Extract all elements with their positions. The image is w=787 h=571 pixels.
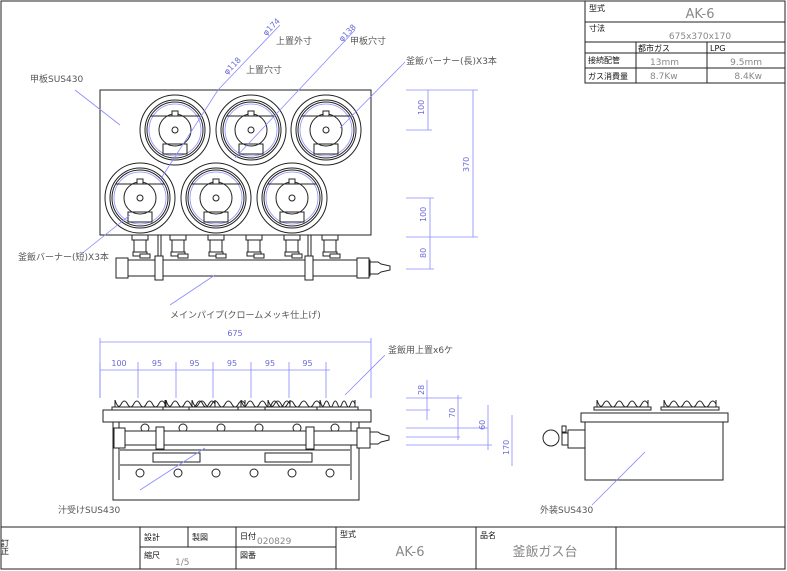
product-label: 品名 — [480, 530, 496, 540]
gas-knob — [542, 429, 560, 447]
size-label: 寸法 — [589, 23, 605, 33]
trivet — [111, 399, 169, 411]
top-plate-label: 甲板SUS430 — [30, 73, 83, 85]
plan-dimensions: 100 370 100 80 — [406, 89, 478, 270]
burner — [139, 94, 211, 166]
trivet-hole-label: 上置穴寸 — [246, 64, 282, 76]
drip-tray-handle — [152, 452, 201, 463]
drip-tray-label: 汁受けSUS430 — [58, 504, 120, 516]
pitch-label: 95 — [265, 359, 275, 368]
pitch-label: 95 — [152, 359, 162, 368]
trivet-label: 釜飯用上置x6ケ — [388, 344, 453, 356]
front-dimensions: 28 70 60 170 — [406, 380, 513, 466]
date-value: 020829 — [257, 537, 292, 547]
pipe-label: 接続配管 — [588, 55, 620, 65]
burner — [104, 162, 176, 234]
dim-80: 80 — [419, 248, 428, 258]
valve — [169, 234, 189, 259]
pitch-label: 95 — [302, 359, 312, 368]
model-label-bottom: 型式 — [340, 529, 356, 539]
dim-170: 170 — [502, 440, 511, 455]
valve — [283, 234, 303, 259]
front-body — [112, 421, 360, 501]
pitch-label: 95 — [189, 359, 199, 368]
burner — [215, 94, 287, 166]
size-value: 675x370x170 — [669, 32, 731, 42]
front-top-plate — [102, 409, 372, 423]
valve — [245, 234, 265, 259]
plan-view: 甲板SUS430 上置外寸 甲板穴寸 上置穴寸 釜飯バーナー(長)X3本 釜飯バ… — [18, 17, 497, 321]
scale-label: 縮尺 — [144, 550, 160, 560]
model-value: AK-6 — [685, 7, 714, 22]
dim-100-bottom: 100 — [419, 207, 428, 222]
pipe-city: 13mm — [650, 58, 679, 68]
consumption-lpg: 8.4Kw — [734, 72, 762, 82]
product-value: 釜飯ガス台 — [512, 545, 577, 560]
dia-118: φ118 — [222, 56, 243, 77]
dim-28: 28 — [417, 385, 426, 395]
drawing-no-label: 図番 — [240, 550, 256, 560]
main-pipe-label: メインパイプ(クロームメッキ仕上げ) — [170, 309, 321, 321]
vent-hole — [173, 468, 183, 478]
dim-675: 675 — [227, 329, 242, 338]
top-plate — [99, 89, 372, 236]
pitch-label: 100 — [111, 359, 126, 368]
drafting-label: 製図 — [192, 532, 208, 542]
burner — [256, 162, 328, 234]
trivet — [593, 399, 652, 411]
burner — [180, 162, 252, 234]
date-label: 日付 — [240, 531, 256, 541]
revision-label: 訂正 — [1, 538, 10, 555]
valve — [321, 234, 341, 259]
front-view: 675 100 95 95 95 95 95 釜飯用上置x6ケ 汁受けSUS430 — [58, 329, 513, 516]
nozzle — [369, 261, 391, 275]
trivet — [316, 399, 359, 411]
dim-370: 370 — [462, 157, 471, 172]
vent-hole — [135, 468, 145, 478]
short-burner-label: 釜飯バーナー(短)X3本 — [18, 251, 109, 263]
pipe-lpg: 9.5mm — [730, 58, 762, 68]
consumption-city: 8.7Kw — [650, 72, 678, 82]
burner — [290, 94, 362, 166]
casing-label: 外装SUS430 — [540, 504, 593, 516]
vent-hole — [325, 468, 335, 478]
trivet — [660, 399, 720, 411]
side-view: 外装SUS430 — [540, 399, 729, 516]
spec-table: 型式 AK-6 寸法 675x370x170 都市ガス LPG 接続配管 13m… — [584, 0, 786, 84]
title-block: 訂正 設計 製図 日付 020829 縮尺 1/5 図番 型式 AK-6 品名 … — [1, 526, 785, 569]
dim-60: 60 — [478, 420, 487, 430]
vent-hole — [211, 468, 221, 478]
vent-hole — [249, 468, 259, 478]
side-body — [584, 421, 724, 481]
trivet-outer-label: 上置外寸 — [276, 35, 312, 47]
lpg-header: LPG — [710, 44, 725, 53]
model-value-bottom: AK-6 — [395, 545, 424, 560]
valve — [207, 234, 227, 259]
long-burner-label: 釜飯バーナー(長)X3本 — [406, 55, 497, 67]
dim-100-top: 100 — [417, 100, 426, 115]
dim-70: 70 — [448, 408, 457, 418]
plate-hole-label: 甲板穴寸 — [350, 35, 386, 47]
vent-hole — [287, 468, 297, 478]
city-gas-header: 都市ガス — [638, 43, 670, 53]
model-label: 型式 — [589, 3, 605, 13]
scale-value: 1/5 — [175, 558, 189, 568]
pitch-label: 95 — [227, 359, 237, 368]
consumption-label: ガス消費量 — [588, 71, 628, 81]
design-label: 設計 — [144, 532, 160, 542]
valve — [131, 234, 151, 259]
